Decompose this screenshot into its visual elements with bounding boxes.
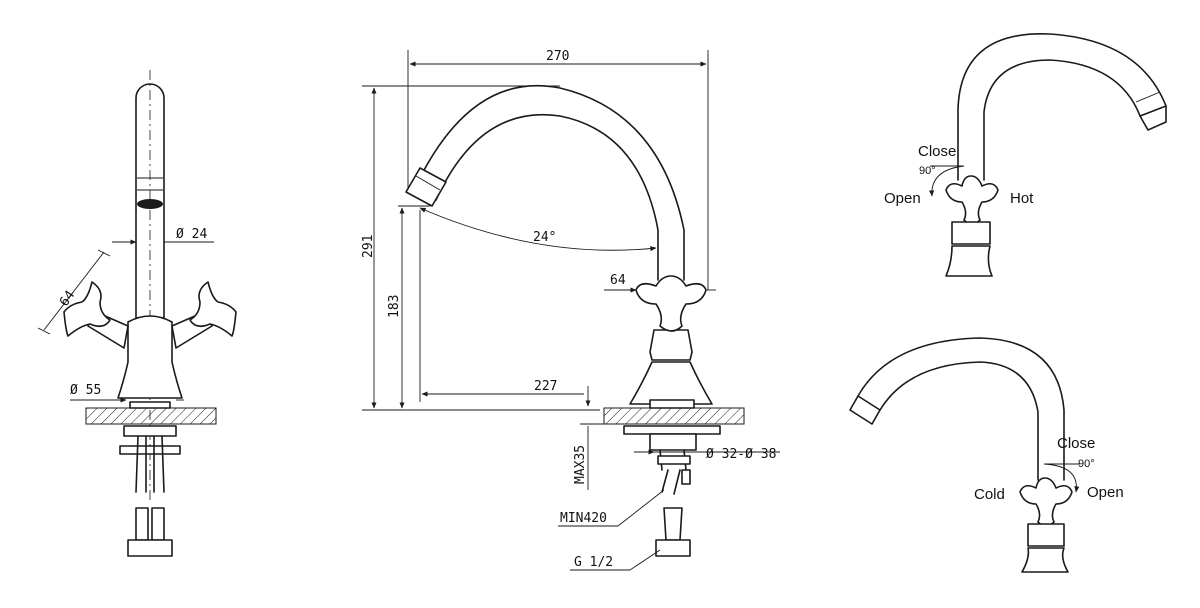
- hot-body: [945, 245, 993, 277]
- cold-side-label: Cold: [974, 486, 1005, 503]
- hot-spout-outer: [957, 33, 1167, 181]
- dim-handle-width: 64: [610, 273, 626, 288]
- front-countertop: [85, 407, 217, 425]
- front-mount-nut: [123, 425, 177, 437]
- hot-open-label: Open: [884, 190, 921, 207]
- hot-side-label: Hot: [1010, 190, 1034, 207]
- side-countertop: [603, 407, 745, 425]
- cold-spout-tip: [849, 395, 881, 425]
- aerator: [137, 199, 163, 209]
- hot-spout-inner: [983, 59, 1141, 181]
- hot-view: Close 90° Open Hot: [884, 33, 1167, 277]
- front-right-handle: [189, 281, 237, 337]
- side-mount-plate: [623, 425, 721, 435]
- side-body: [629, 361, 713, 405]
- dim-stem-diameter: Ø 24: [176, 227, 207, 242]
- side-hose-fitting: [655, 539, 691, 557]
- front-stem: [135, 83, 165, 319]
- front-body: [117, 315, 183, 399]
- dim-reach-total: 270: [546, 49, 569, 64]
- side-spout-inner: [435, 113, 659, 281]
- cold-close-label: Close: [1057, 435, 1095, 452]
- side-cross-handle: [635, 275, 707, 332]
- front-hose-fittings: [135, 507, 165, 541]
- dim-spout-height: 183: [387, 295, 402, 318]
- hot-close-label: Close: [918, 143, 956, 160]
- dim-height-total: 291: [361, 235, 376, 258]
- front-view: Ø 24 64 Ø 55: [37, 70, 237, 557]
- dim-handle-span: 64: [57, 288, 78, 310]
- cold-spout-outer: [857, 337, 1065, 481]
- hot-cross-handle: [945, 175, 999, 225]
- dim-spout-swivel: 24°: [533, 230, 556, 245]
- cold-open-label: Open: [1087, 484, 1124, 501]
- cold-angle-label: 90°: [1078, 458, 1095, 470]
- cold-cross-handle: [1019, 477, 1073, 527]
- hot-angle-label: 90°: [919, 165, 936, 177]
- dim-hose-length: MIN420: [560, 511, 607, 526]
- dim-reach-center: 227: [534, 379, 557, 394]
- side-view: 270 291 183 24° 64 227 MAX35 Ø 32-Ø 38: [361, 49, 780, 571]
- cold-spout-inner: [879, 361, 1039, 481]
- dim-max-deck: MAX35: [573, 445, 588, 484]
- side-spout-outer: [413, 84, 685, 281]
- front-left-handle: [63, 281, 111, 337]
- dim-hole-diameter: Ø 32-Ø 38: [706, 447, 776, 462]
- cold-body: [1021, 547, 1069, 573]
- side-spout-tip: [405, 167, 447, 207]
- dim-base-diameter: Ø 55: [70, 383, 101, 398]
- dim-thread: G 1/2: [574, 555, 613, 570]
- hot-spout-tip: [1139, 105, 1167, 131]
- cold-view: Close 90° Open Cold: [849, 337, 1124, 573]
